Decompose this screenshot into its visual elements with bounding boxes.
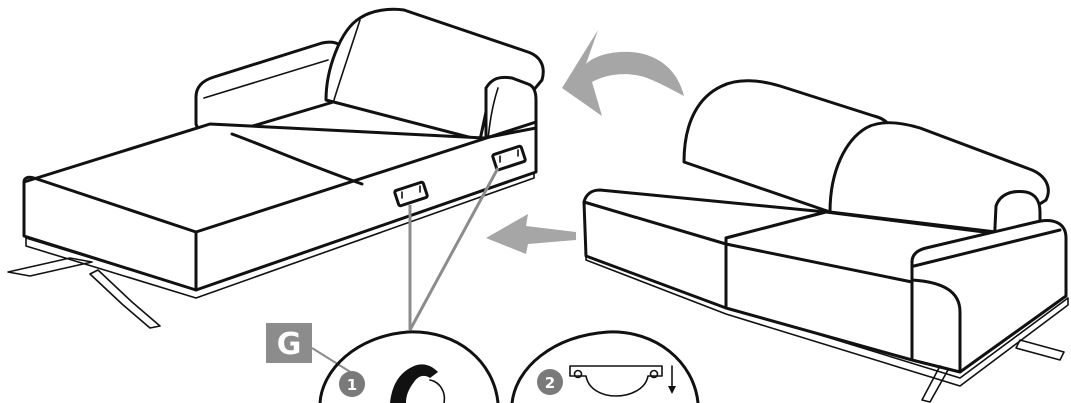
step-2-number: 2 bbox=[545, 374, 555, 392]
hook-bracket-icon bbox=[570, 366, 676, 396]
sofa-section bbox=[584, 81, 1068, 402]
chaise-armrest bbox=[196, 42, 346, 135]
curved-arrow-icon bbox=[562, 30, 684, 116]
chaise-section bbox=[8, 9, 543, 328]
step-1-number: 1 bbox=[347, 376, 357, 394]
sofa-leg-right bbox=[1016, 340, 1064, 360]
straight-arrow-icon bbox=[486, 214, 576, 254]
hook-piece-icon bbox=[390, 364, 438, 403]
chaise-seat bbox=[24, 124, 536, 290]
detail-circle-1: 1 bbox=[320, 332, 498, 403]
detail-circle-2: 2 bbox=[512, 332, 698, 403]
sofa-leg-front bbox=[922, 366, 948, 402]
g-label-text: G bbox=[277, 327, 302, 362]
g-label: G bbox=[266, 323, 312, 363]
